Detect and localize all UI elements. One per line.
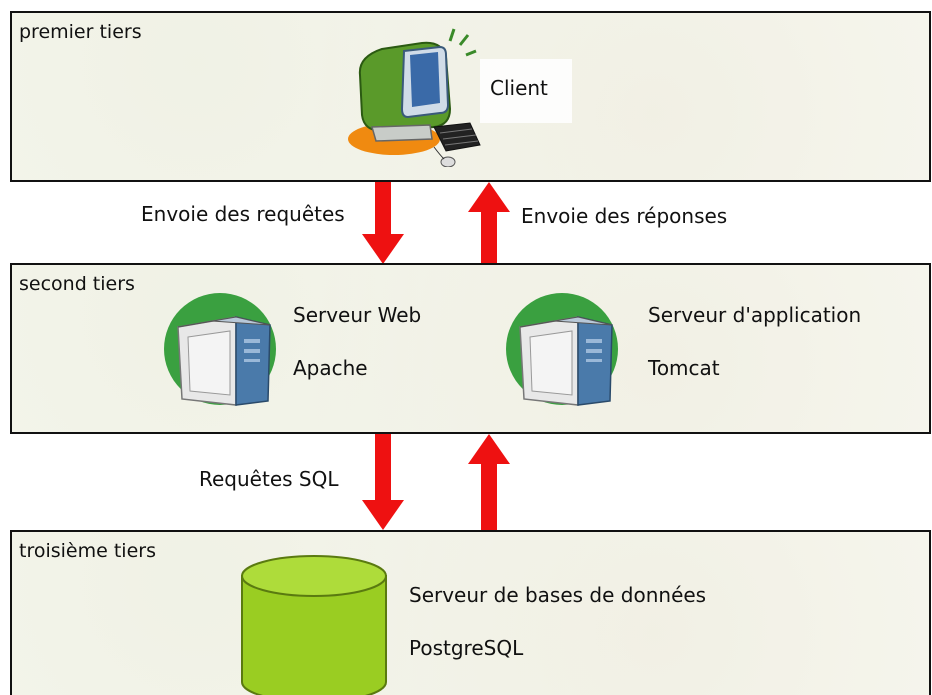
web-server-product: Apache <box>293 356 368 380</box>
db-server-label: Serveur de bases de données <box>409 583 707 607</box>
request-arrow-down <box>362 182 404 264</box>
second-tier-box: second tiers Serveur Web Apache Serveur … <box>10 263 931 434</box>
second-tier-label: second tiers <box>19 273 135 295</box>
response-arrow-up <box>468 182 510 264</box>
sql-label: Requêtes SQL <box>199 467 339 491</box>
app-server-icon <box>506 293 618 406</box>
app-server-label: Serveur d'application <box>648 303 862 327</box>
web-server-label: Serveur Web <box>293 303 422 327</box>
sql-request-arrow-down <box>362 434 404 530</box>
computer-icon <box>348 28 481 167</box>
first-tier-box: premier tiers Client <box>10 11 931 182</box>
third-tier-label: troisième tiers <box>19 540 156 562</box>
db-server-product: PostgreSQL <box>409 636 524 660</box>
client-label: Client <box>490 76 548 100</box>
app-server-product: Tomcat <box>648 356 720 380</box>
sql-response-arrow-up <box>468 434 510 530</box>
first-tier-label: premier tiers <box>19 21 142 43</box>
database-icon <box>241 555 387 695</box>
third-tier-box: troisième tiers Serveur de bases de donn… <box>10 530 931 695</box>
requests-label: Envoie des requêtes <box>141 202 345 226</box>
web-server-icon <box>164 293 276 406</box>
responses-label: Envoie des réponses <box>521 204 728 228</box>
